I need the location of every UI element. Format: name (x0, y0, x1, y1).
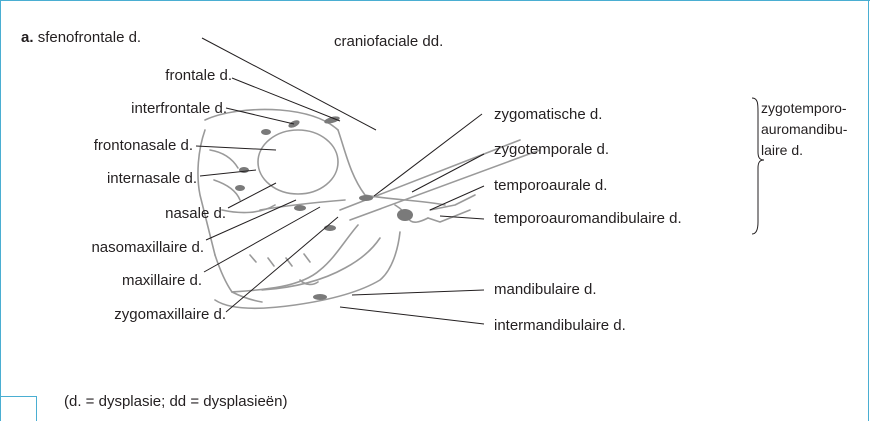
label-frontale: frontale d. (165, 67, 232, 85)
label-craniofaciale: craniofaciale dd. (334, 33, 443, 51)
label-maxillaire: maxillaire d. (122, 272, 202, 290)
label-zygotemporale: zygotemporale d. (494, 141, 609, 159)
brace-group-line1: zygotemporo- (761, 98, 847, 119)
label-temporoaurale: temporoaurale d. (494, 177, 607, 195)
label-frontonasale: frontonasale d. (94, 137, 193, 155)
label-internasale: internasale d. (107, 170, 197, 188)
footnote: (d. = dysplasie; dd = dysplasieën) (64, 393, 287, 411)
leader-nasale (228, 183, 276, 208)
brace-group-label: zygotemporo- auromandibu- laire d. (761, 98, 847, 161)
leader-internasale (200, 170, 256, 176)
label-nasale: nasale d. (165, 205, 226, 223)
panel-letter: a. (21, 29, 34, 46)
leader-lines (196, 38, 484, 324)
label-zygomatische: zygomatische d. (494, 106, 602, 124)
label-sfenofrontale: a. sfenofrontale d. (21, 29, 141, 47)
label-sfenofrontale-text: sfenofrontale d. (38, 29, 141, 46)
skull-outline (198, 109, 540, 308)
label-interfrontale: interfrontale d. (131, 100, 227, 118)
leader-zygotemporale (412, 154, 484, 192)
brace-group-line2: auromandibu- (761, 119, 847, 140)
label-nasomaxillaire: nasomaxillaire d. (91, 239, 204, 257)
leader-temporoaurale (430, 186, 484, 210)
leader-frontonasale (196, 146, 276, 150)
label-temporoauromandibulaire: temporoauromandibulaire d. (494, 210, 682, 228)
leader-frontale (232, 78, 340, 121)
leader-intermandibulaire (340, 307, 484, 324)
label-mandibulaire: mandibulaire d. (494, 281, 597, 299)
label-intermandibulaire: intermandibulaire d. (494, 317, 626, 335)
leader-mandibulaire (352, 290, 484, 295)
brace-group-line3: laire d. (761, 140, 847, 161)
label-zygomaxillaire: zygomaxillaire d. (114, 306, 226, 324)
